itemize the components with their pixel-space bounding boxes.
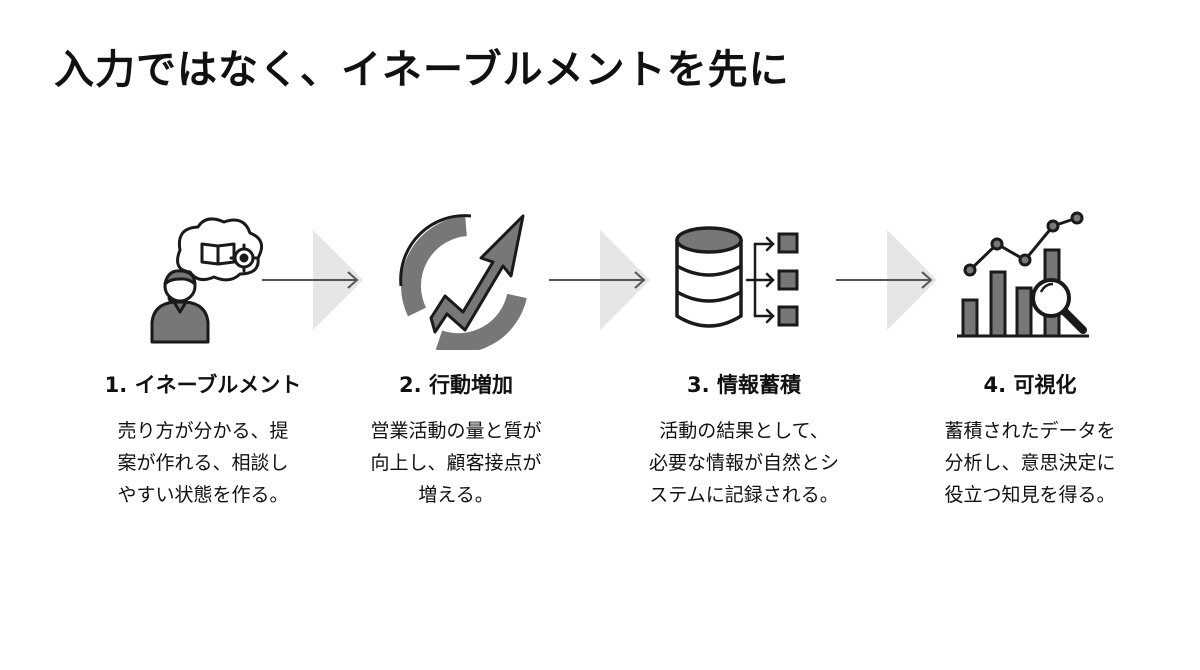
step-label: 4. 可視化	[983, 373, 1077, 397]
database-icon	[675, 226, 799, 328]
step-description: 営業活動の量と質が 向上し、顧客接点が 増える。	[370, 420, 542, 506]
analytics-chart-icon	[957, 211, 1089, 338]
step-description: 蓄積されたデータを 分析し、意思決定に 役立つ知見を得る。	[944, 420, 1116, 506]
page-title: 入力ではなく、イネーブルメントを先に	[54, 47, 790, 93]
growth-arrow-icon	[399, 214, 527, 350]
step-description: 売り方が分かる、提 案が作れる、相談し やすい状態を作る。	[117, 420, 289, 506]
flow-arrow-1	[262, 230, 363, 330]
flow-arrow-2	[549, 230, 650, 330]
step-label: 2. 行動増加	[399, 373, 513, 397]
step-description: 活動の結果として、 必要な情報が自然とシ ステムに記録される。	[648, 420, 839, 506]
step-label: 1. イネーブルメント	[104, 373, 302, 397]
thinking-person-icon	[150, 217, 264, 344]
step-label: 3. 情報蓄積	[687, 373, 801, 397]
flow-arrow-3	[836, 230, 937, 330]
